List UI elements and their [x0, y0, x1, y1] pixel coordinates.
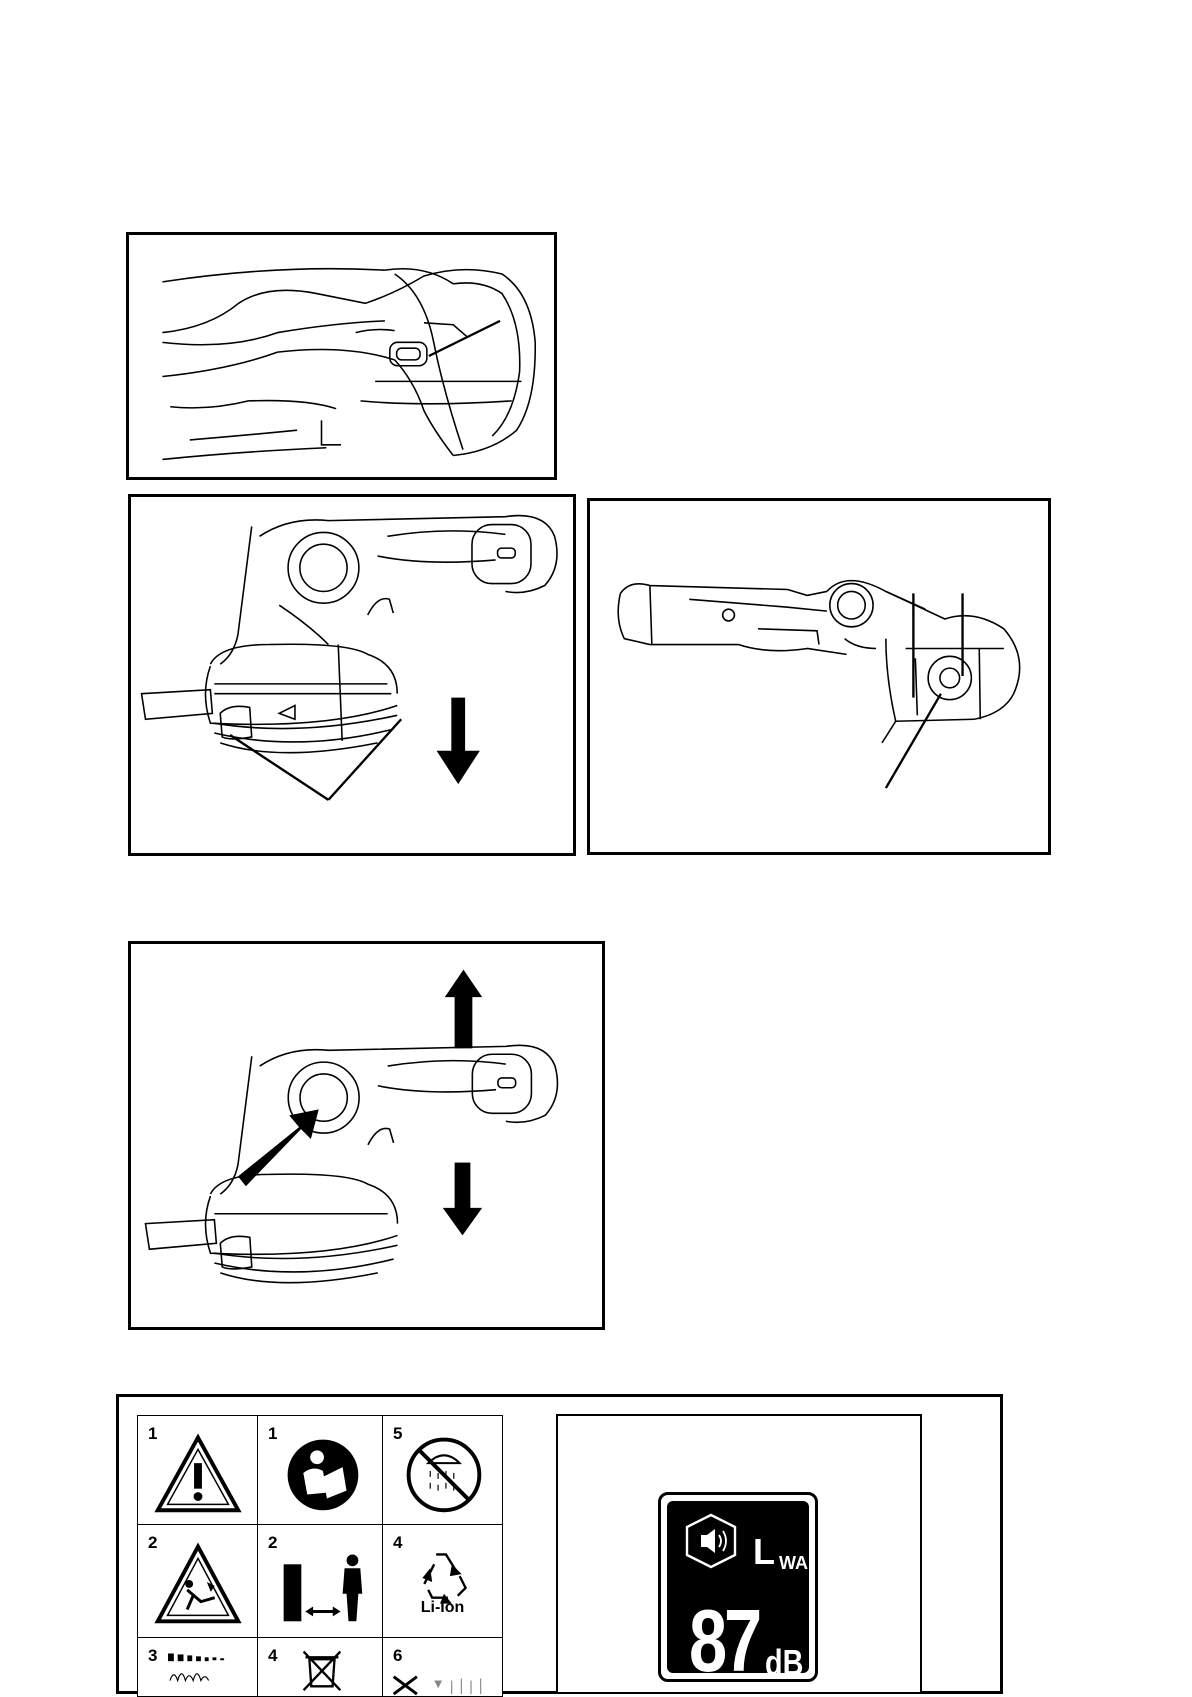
no-rain-icon — [383, 1416, 502, 1525]
symbol-cell: 1 — [257, 1415, 384, 1526]
figure-underside — [587, 498, 1051, 855]
figure-insert-remove — [128, 941, 605, 1330]
battery-type-label: Li-Ion — [383, 1599, 502, 1617]
no-grass-icon — [383, 1638, 502, 1696]
no-bin-disposal-icon — [258, 1638, 383, 1696]
noise-unit: dB — [765, 1645, 803, 1681]
keep-distance-icon — [258, 1525, 383, 1638]
noise-subscript: WA — [779, 1553, 808, 1574]
symbol-cell: 5 — [382, 1415, 503, 1526]
symbol-cell: 2 — [257, 1524, 384, 1639]
callout-lines — [230, 719, 401, 800]
symbol-cell: 2 — [137, 1524, 259, 1639]
tool-rear-illustration — [129, 235, 554, 477]
tool-insert-illustration — [131, 944, 602, 1327]
recycle-icon — [383, 1525, 502, 1638]
sound-power-label-background: L WA 87 dB — [667, 1501, 809, 1673]
noise-symbol: L — [753, 1531, 775, 1573]
figure-charging-port — [126, 232, 557, 480]
arrow-up-icon — [445, 970, 482, 1049]
arrow-down-icon — [437, 698, 480, 785]
callout-line — [429, 321, 500, 356]
sound-power-label: L WA 87 dB — [658, 1492, 818, 1682]
noise-value: 87 — [689, 1597, 759, 1685]
figure-release-buttons — [128, 494, 576, 856]
symbol-cell: 1 — [137, 1415, 259, 1526]
symbol-cell: 4 Li-Ion — [382, 1524, 503, 1639]
symbol-cell: 4 — [257, 1637, 384, 1697]
read-manual-icon — [258, 1416, 383, 1525]
symbol-cell: 3 — [137, 1637, 259, 1697]
warning-triangle-icon — [138, 1416, 258, 1525]
callout-lines — [886, 593, 963, 788]
arrow-down-icon — [443, 1163, 482, 1236]
tool-underside-illustration — [590, 501, 1048, 852]
symbol-cell: 6 — [382, 1637, 503, 1697]
falling-debris-icon — [138, 1525, 258, 1638]
noise-level-icon — [138, 1638, 258, 1696]
tool-side-illustration — [131, 497, 573, 853]
